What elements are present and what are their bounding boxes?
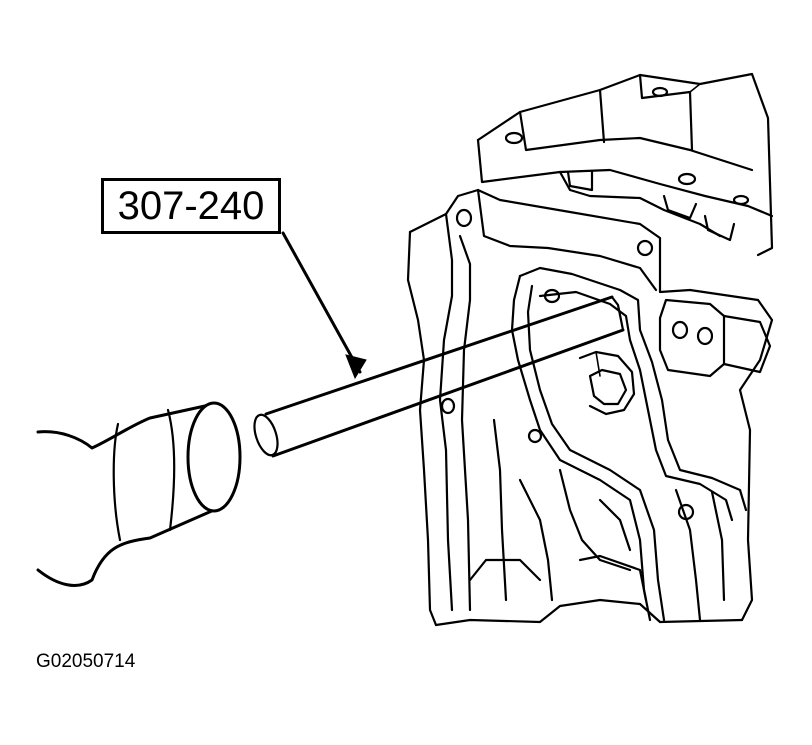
tool-number-callout: 307-240 (101, 178, 281, 234)
tool-handle (36, 401, 242, 587)
callout-leader-arrow (281, 231, 367, 380)
figure-id-label: G02050714 (36, 651, 136, 672)
transmission-case (406, 72, 774, 627)
shaft (253, 295, 625, 458)
